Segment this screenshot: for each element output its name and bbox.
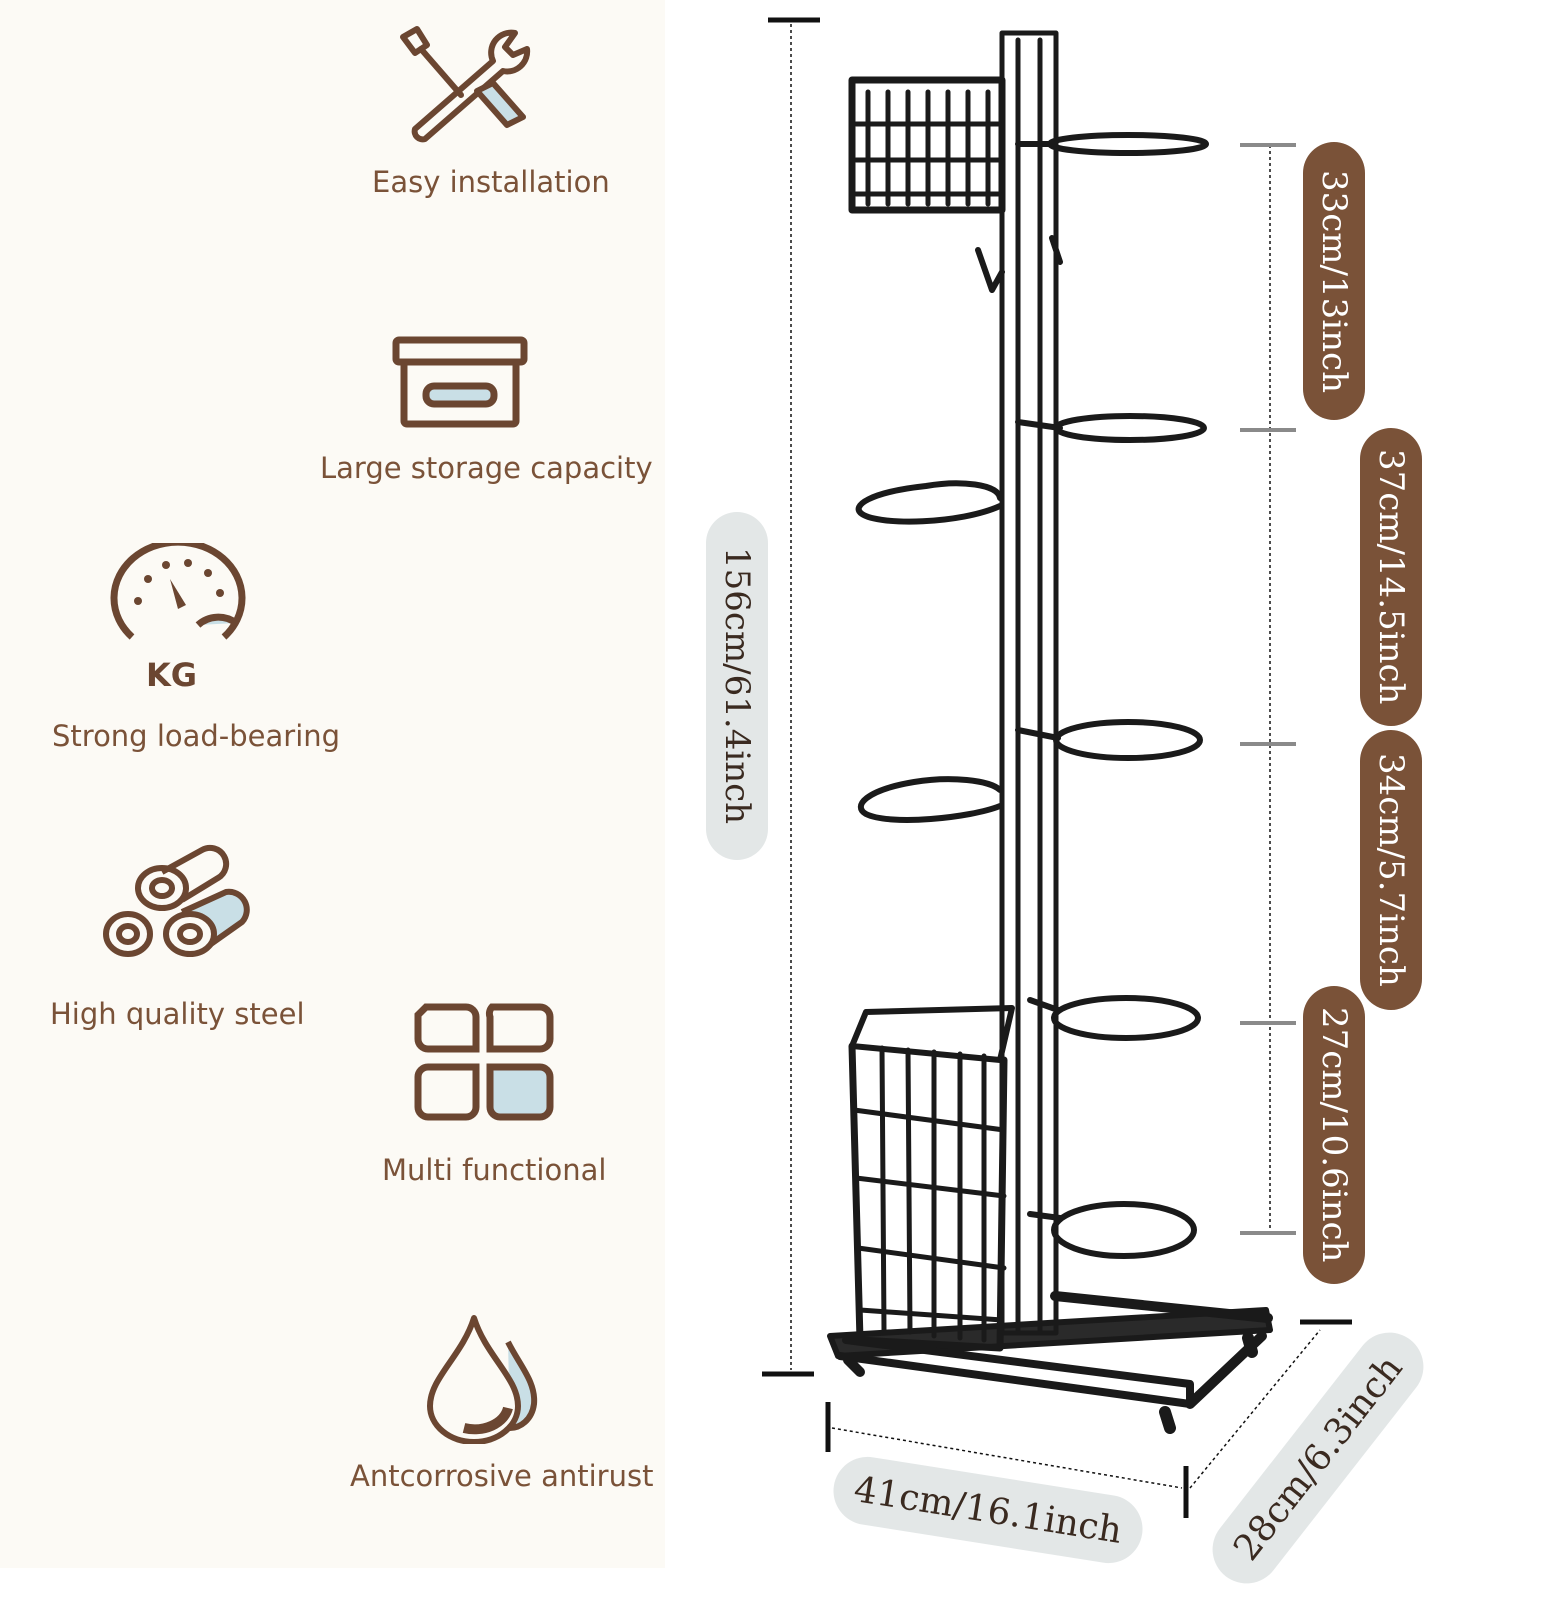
gauge-icon — [110, 543, 246, 640]
tools-icon — [400, 26, 531, 143]
feature-label-easy-installation: Easy installation — [372, 165, 610, 199]
feature-label-load-bearing: Strong load-bearing — [52, 719, 341, 753]
segment-1-label: 33cm/13inch — [1303, 142, 1365, 420]
feature-label-steel: High quality steel — [50, 997, 305, 1031]
features-panel: Easy installation Large storage capacity… — [0, 0, 665, 1568]
grid-squares-icon — [414, 1003, 554, 1121]
feature-label-antirust: Antcorrosive antirust — [350, 1459, 654, 1493]
feature-label-multi-functional: Multi functional — [382, 1153, 607, 1187]
feature-label-large-storage: Large storage capacity — [320, 451, 653, 485]
segment-4-label: 27cm/10.6inch — [1303, 986, 1365, 1284]
gauge-kg-text: KG — [146, 656, 198, 694]
storage-box-icon — [392, 336, 528, 428]
height-label: 156cm/61.4inch — [706, 512, 768, 860]
segment-3-label: 34cm/5.7inch — [1360, 730, 1422, 1010]
water-drop-icon — [427, 1315, 538, 1444]
steel-pipes-icon — [103, 844, 250, 957]
segment-2-label: 37cm/14.5inch — [1360, 428, 1422, 726]
